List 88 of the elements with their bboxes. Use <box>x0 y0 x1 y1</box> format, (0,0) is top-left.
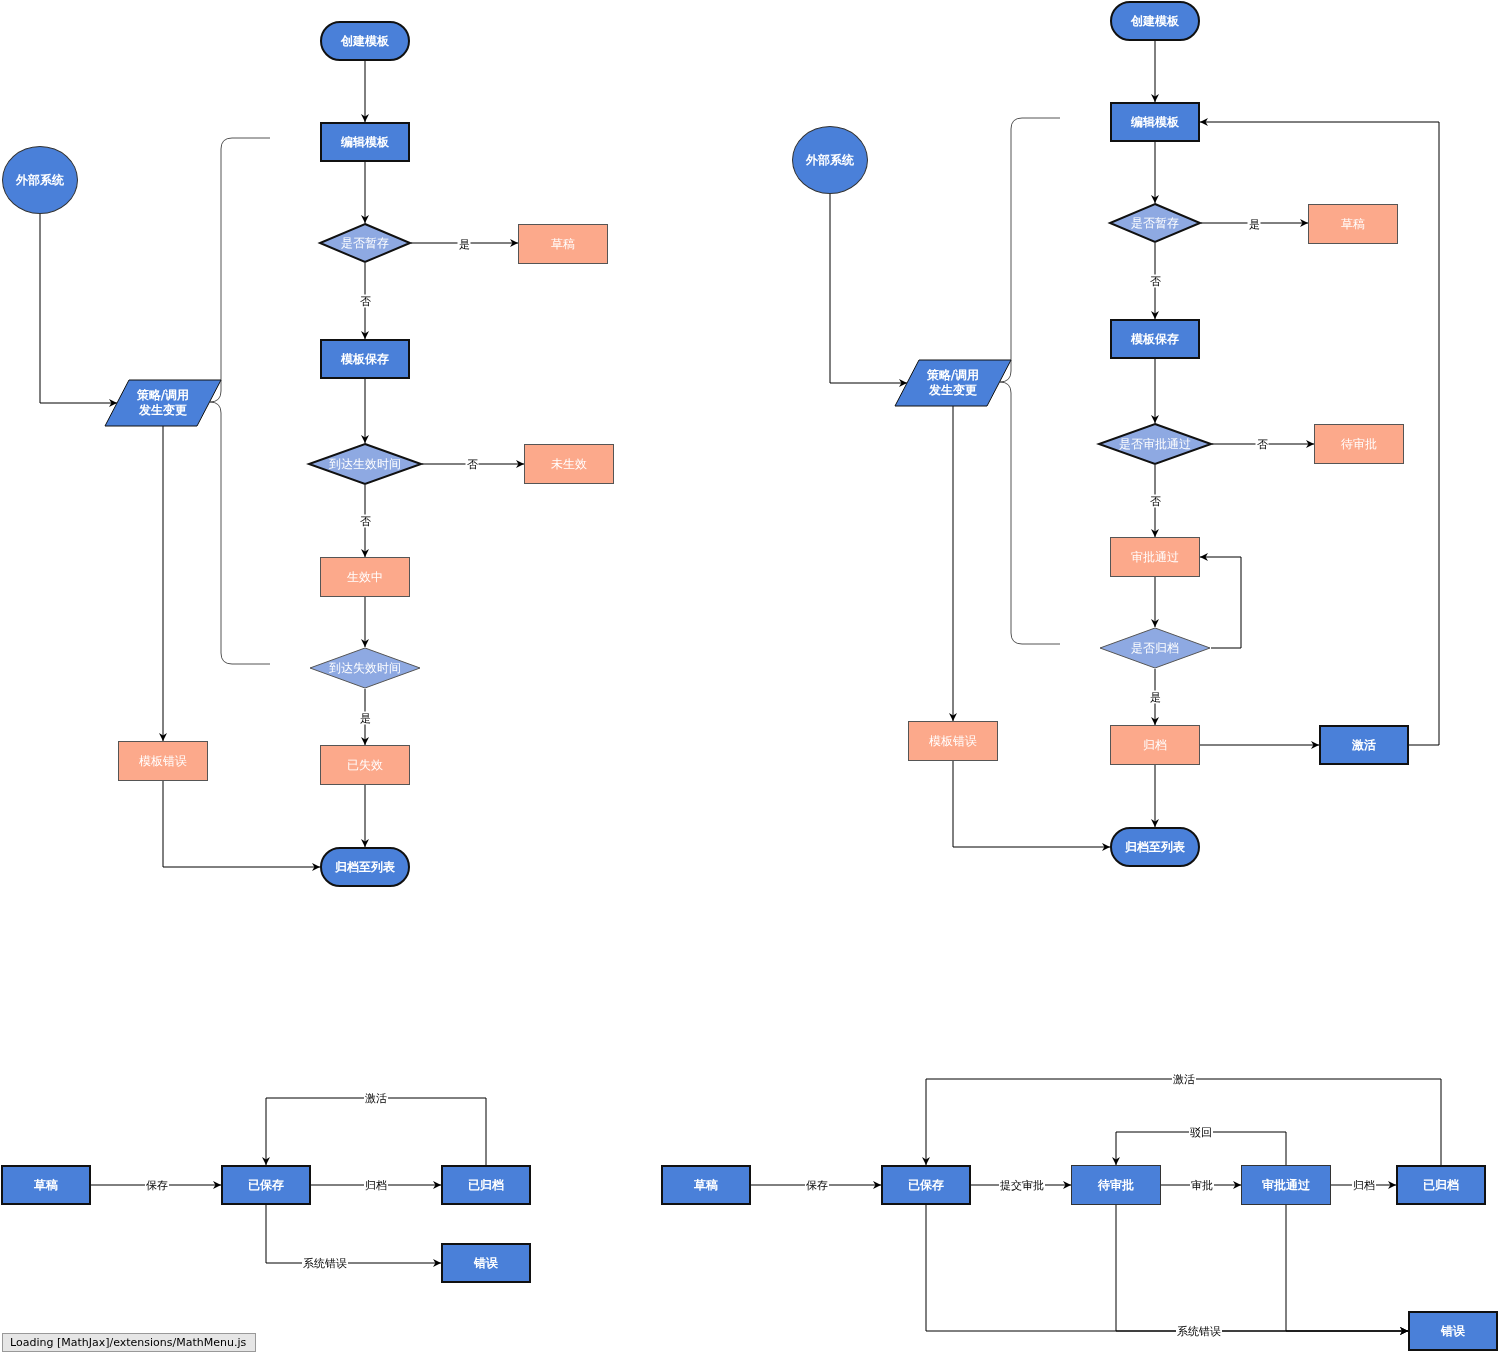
arrow <box>361 596 369 648</box>
arrow <box>1200 219 1309 227</box>
process-box: 草稿 <box>1 1165 91 1205</box>
edge-label: 保存 <box>145 1178 169 1192</box>
arrow <box>361 784 369 848</box>
arrow <box>1151 764 1159 828</box>
edge-label: 是 <box>457 237 471 251</box>
process-box: 编辑模板 <box>1110 102 1200 142</box>
arrow <box>922 1078 1442 1166</box>
arrow <box>1211 440 1315 448</box>
process-box: 错误 <box>1408 1311 1498 1351</box>
state-box: 未生效 <box>524 444 614 484</box>
parallelogram-box: 策略/调用发生变更 <box>105 380 221 426</box>
process-box: 编辑模板 <box>320 122 410 162</box>
edge-label: 提交审批 <box>999 1178 1045 1192</box>
arrow <box>421 460 525 468</box>
edge-label: 激活 <box>364 1091 388 1105</box>
process-box: 已保存 <box>221 1165 311 1205</box>
arrow <box>1330 1181 1397 1189</box>
arrow <box>1151 358 1159 424</box>
edge-label: 是 <box>358 711 372 725</box>
arrow <box>1199 741 1320 749</box>
state-box: 归档 <box>1110 725 1200 765</box>
state-box: 已失效 <box>320 745 410 785</box>
process-box: 激活 <box>1319 725 1409 765</box>
edge-label: 否 <box>465 457 479 471</box>
arrow <box>39 213 118 407</box>
process-box: 审批通过 <box>1241 1165 1331 1205</box>
decision-diamond: 到达失效时间 <box>309 647 421 689</box>
arrow <box>1285 1204 1409 1335</box>
arrow <box>262 1097 487 1166</box>
arrow <box>949 405 957 722</box>
circle-node: 外部系统 <box>2 146 78 214</box>
decision-diamond: 到达生效时间 <box>308 443 422 485</box>
arrow <box>361 161 369 224</box>
arrow <box>310 1181 442 1189</box>
edge-label: 否 <box>358 514 372 528</box>
arrow <box>361 262 369 340</box>
state-box: 生效中 <box>320 557 410 597</box>
process-box: 已保存 <box>881 1165 971 1205</box>
process-box: 已归档 <box>441 1165 531 1205</box>
arrow <box>1151 576 1159 628</box>
arrow <box>162 780 321 871</box>
edge-label: 是 <box>1247 217 1261 231</box>
edge-label: 否 <box>1255 437 1269 451</box>
edge-label: 否 <box>1148 494 1162 508</box>
process-box: 待审批 <box>1071 1165 1161 1205</box>
edge-label: 否 <box>358 294 372 308</box>
edge-label: 归档 <box>1352 1178 1376 1192</box>
arrow <box>361 60 369 123</box>
status-bar: Loading [MathJax]/extensions/MathMenu.js <box>2 1333 256 1352</box>
state-box: 草稿 <box>518 224 608 264</box>
process-box: 草稿 <box>661 1165 751 1205</box>
edge-label: 归档 <box>364 1178 388 1192</box>
process-box: 错误 <box>441 1243 531 1283</box>
edge-label: 驳回 <box>1189 1125 1213 1139</box>
edge-label: 系统错误 <box>302 1256 348 1270</box>
arrow <box>1151 242 1159 320</box>
process-box: 已归档 <box>1396 1165 1486 1205</box>
state-box: 模板错误 <box>908 721 998 761</box>
arrow <box>1151 141 1159 204</box>
process-box: 模板保存 <box>320 339 410 379</box>
arrow <box>410 239 519 247</box>
circle-node: 外部系统 <box>792 126 868 194</box>
arrow <box>361 378 369 444</box>
arrow <box>1151 40 1159 103</box>
arrow <box>1199 553 1242 649</box>
state-box: 草稿 <box>1308 204 1398 244</box>
arrow <box>952 760 1111 851</box>
edge-label: 系统错误 <box>1176 1324 1222 1338</box>
edge-label: 保存 <box>805 1178 829 1192</box>
decision-diamond: 是否归档 <box>1099 627 1211 669</box>
edge-label: 否 <box>1148 274 1162 288</box>
decision-diamond: 是否暂存 <box>319 223 411 263</box>
edge-label: 审批 <box>1190 1178 1214 1192</box>
arrow <box>1112 1131 1287 1166</box>
edge-label: 是 <box>1148 690 1162 704</box>
parallelogram-box: 策略/调用发生变更 <box>895 360 1011 406</box>
state-box: 审批通过 <box>1110 537 1200 577</box>
state-box: 模板错误 <box>118 741 208 781</box>
state-box: 待审批 <box>1314 424 1404 464</box>
decision-diamond: 是否暂存 <box>1109 203 1201 243</box>
arrow <box>829 193 908 387</box>
process-box: 模板保存 <box>1110 319 1200 359</box>
decision-diamond: 是否审批通过 <box>1098 423 1212 465</box>
arrow <box>1199 118 1440 746</box>
edge-label: 激活 <box>1172 1072 1196 1086</box>
arrow <box>159 425 167 742</box>
